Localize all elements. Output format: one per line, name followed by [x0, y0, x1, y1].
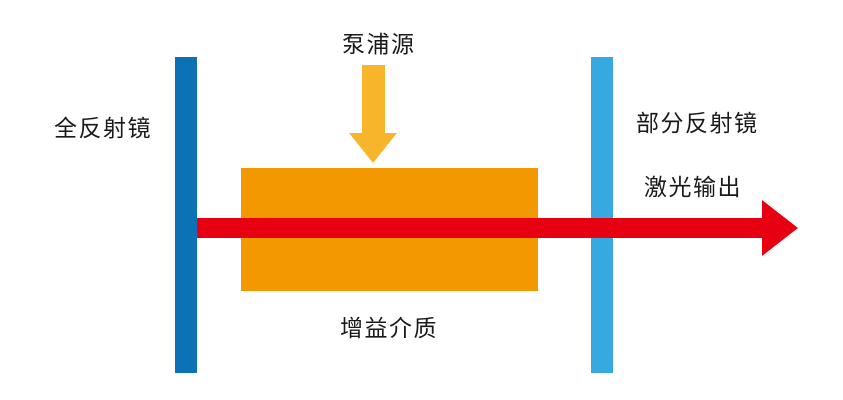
total-reflector-label: 全反射镜	[54, 116, 152, 141]
total-reflector-mirror	[175, 57, 197, 373]
partial-reflector-mirror	[591, 57, 613, 373]
laser-output-label: 激光输出	[644, 175, 742, 200]
partial-reflector-label: 部分反射镜	[636, 111, 759, 136]
gain-medium-label: 增益介质	[340, 316, 438, 341]
pump-source-label: 泵浦源	[342, 32, 416, 57]
pump-arrow-shaft	[362, 65, 385, 133]
laser-beam-shaft	[197, 218, 770, 238]
pump-arrow-head-icon	[349, 133, 397, 163]
laser-beam-arrowhead-icon	[762, 200, 798, 256]
